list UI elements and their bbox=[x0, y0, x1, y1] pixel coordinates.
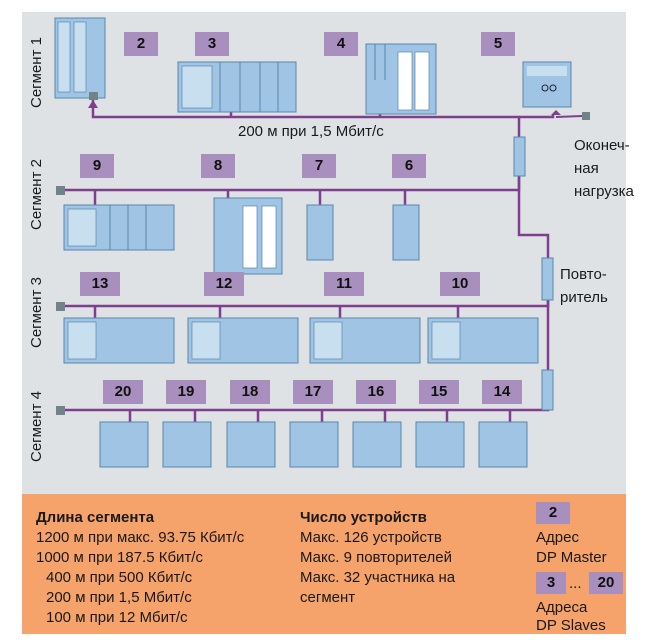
address-badge: 12 bbox=[204, 272, 244, 296]
address-badge: 11 bbox=[324, 272, 364, 296]
address-badge: 5 bbox=[481, 32, 515, 56]
legend-count-row: Макс. 32 участника на bbox=[300, 569, 456, 586]
terminator-arrow bbox=[551, 110, 561, 115]
segment-2-drops bbox=[93, 190, 407, 205]
device-6 bbox=[392, 204, 420, 261]
address-badge: 6 bbox=[392, 154, 426, 178]
device-drive-8 bbox=[213, 197, 283, 275]
device-et200-5 bbox=[522, 61, 572, 108]
device-plc-3 bbox=[177, 61, 297, 113]
segment-2-terminator bbox=[56, 186, 65, 195]
address-badge: 8 bbox=[201, 154, 235, 178]
legend-panel: Длина сегмента 1200 м при макс. 93.75 Кб… bbox=[22, 494, 626, 634]
segment-label-1: Сегмент 1 bbox=[28, 37, 45, 108]
address-badge: 4 bbox=[324, 32, 358, 56]
legend-master-label: Адрес bbox=[536, 529, 579, 546]
segment-1-bus bbox=[91, 100, 521, 137]
bus-arrow-left bbox=[88, 100, 98, 108]
legend-length-row: 100 м при 12 Мбит/с bbox=[46, 609, 188, 626]
address-badge: 10 bbox=[440, 272, 480, 296]
terminator-square bbox=[582, 112, 590, 120]
legend-count-row: сегмент bbox=[300, 589, 356, 606]
address-badge: 20 bbox=[103, 380, 143, 404]
device-plc-9 bbox=[63, 204, 175, 251]
address-badge: 7 bbox=[302, 154, 336, 178]
address-badge: 3 bbox=[195, 32, 229, 56]
device-drive-4 bbox=[365, 43, 437, 115]
segment-3-drops bbox=[93, 306, 460, 318]
repeater-3 bbox=[541, 369, 554, 411]
repeater-1 bbox=[513, 136, 526, 177]
segment-label-3: Сегмент 3 bbox=[28, 277, 45, 348]
bus-speed-label: 200 м при 1,5 Мбит/с bbox=[238, 123, 384, 140]
terminator-line bbox=[555, 115, 583, 118]
device-master-plc bbox=[54, 17, 106, 100]
terminator-bus bbox=[519, 115, 555, 119]
address-badge: 14 bbox=[482, 380, 522, 404]
terminator-label: Оконеч- ная нагрузка bbox=[574, 137, 634, 200]
segment-label-4: Сегмент 4 bbox=[28, 391, 45, 462]
segment-3-devices bbox=[63, 317, 539, 364]
legend-length-title: Длина сегмента bbox=[36, 509, 155, 526]
segment-4-devices bbox=[99, 421, 528, 468]
segment-4-terminator bbox=[56, 406, 65, 415]
address-badge: 2 bbox=[124, 32, 158, 56]
address-badge: 17 bbox=[293, 380, 333, 404]
legend-master-label: DP Master bbox=[536, 549, 607, 566]
address-badge: 13 bbox=[80, 272, 120, 296]
legend-slave-to-badge: 20 bbox=[589, 572, 623, 594]
legend-length-row: 400 м при 500 Кбит/с bbox=[46, 569, 193, 586]
segment-4-drops bbox=[128, 410, 512, 422]
repeater-link bbox=[517, 176, 550, 258]
legend-master-badge: 2 bbox=[536, 502, 570, 524]
legend-slave-label: Адреса bbox=[536, 599, 588, 616]
legend-slave-label: DP Slaves bbox=[536, 617, 606, 634]
segment-3-terminator bbox=[56, 302, 65, 311]
repeater-label: Повто- ритель bbox=[560, 266, 608, 306]
legend-count-row: Макс. 9 повторителей bbox=[300, 549, 452, 566]
legend-count-title: Число устройств bbox=[300, 509, 427, 526]
legend-length-row: 1200 м при макс. 93.75 Кбит/с bbox=[36, 529, 245, 546]
legend-slave-separator: ... bbox=[569, 575, 582, 592]
repeater-2 bbox=[541, 257, 554, 301]
legend-count-row: Макс. 126 устройств bbox=[300, 529, 442, 546]
address-badge: 16 bbox=[356, 380, 396, 404]
legend-length-row: 200 м при 1,5 Мбит/с bbox=[46, 589, 192, 606]
legend-slave-from-badge: 3 bbox=[536, 572, 566, 594]
device-7 bbox=[306, 204, 334, 261]
segment-label-2: Сегмент 2 bbox=[28, 159, 45, 230]
address-badge: 18 bbox=[230, 380, 270, 404]
legend-length-row: 1000 м при 187.5 Кбит/с bbox=[36, 549, 203, 566]
address-badge: 15 bbox=[419, 380, 459, 404]
address-badge: 19 bbox=[166, 380, 206, 404]
address-badge: 9 bbox=[80, 154, 114, 178]
